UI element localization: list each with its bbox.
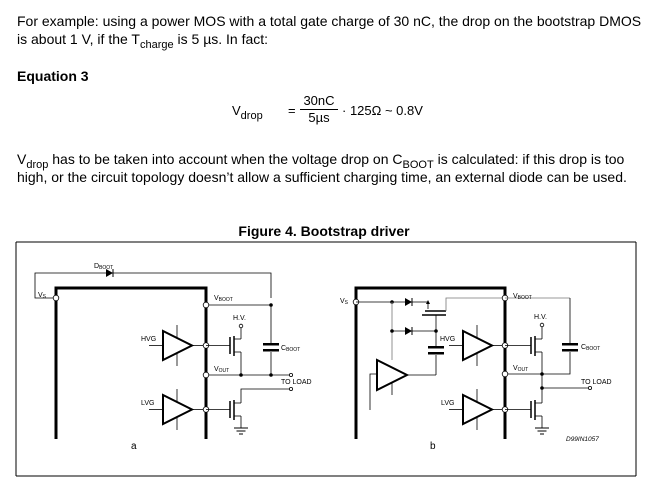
cboot-label: CBOOT — [581, 344, 600, 352]
vdrop-subscript: drop — [240, 110, 263, 122]
vdrop-v: V — [232, 103, 241, 118]
hv-label: H.V. — [233, 315, 246, 322]
intro-text-end: is 5 µs. In fact: — [173, 31, 269, 47]
ground-icon — [234, 427, 248, 435]
figure-title: Figure 4. Bootstrap driver — [238, 223, 410, 239]
panel-b-caption: b — [430, 441, 436, 452]
hv-label: H.V. — [534, 314, 547, 321]
lvg-label: LVG — [141, 400, 155, 407]
load-terminal-icon — [588, 385, 593, 390]
low-side-mosfet-icon — [206, 386, 293, 428]
panel-a: DBOOT VS VBOOT CBOOT HVG — [34, 263, 312, 452]
bootstrap-dmos-icon — [422, 297, 505, 331]
vs-pin-icon — [52, 294, 60, 302]
cboot-capacitor-icon — [562, 343, 578, 352]
vdrop-text-1: has to be taken into account when the vo… — [48, 151, 403, 167]
dboot-diode-icon — [106, 269, 114, 277]
panel-b: VS — [340, 286, 612, 452]
ground-icon — [535, 427, 549, 435]
vboot-pin-icon — [202, 301, 210, 309]
to-load-label: TO LOAD — [281, 379, 312, 386]
equals-sign: = — [288, 103, 296, 118]
intro-text: For example: using a power MOS with a to… — [17, 13, 642, 47]
figure-code: D99IN1057 — [566, 436, 599, 443]
vout-label: VOUT — [513, 365, 528, 373]
equation-lhs: Vdrop — [232, 103, 263, 122]
high-side-mosfet-icon — [206, 323, 244, 375]
ic-outline-a — [54, 286, 208, 439]
dboot-wire — [34, 272, 272, 299]
lvg-driver-icon — [149, 389, 206, 430]
low-side-mosfet-icon — [505, 388, 543, 428]
vboot-label: VBOOT — [513, 293, 532, 301]
ic-outline-b — [354, 286, 507, 439]
vdrop-subscript: drop — [26, 159, 49, 171]
cboot-capacitor-icon — [263, 343, 279, 352]
panel-a-caption: a — [131, 441, 137, 452]
cboot-subscript: BOOT — [402, 159, 434, 171]
fraction: 30nC 5µs — [300, 93, 338, 126]
to-load-label: TO LOAD — [581, 379, 612, 386]
hvg-label: HVG — [141, 336, 156, 343]
intro-paragraph: For example: using a power MOS with a to… — [17, 12, 642, 51]
cboot-label: CBOOT — [281, 345, 300, 353]
numerator: 30nC — [300, 93, 338, 110]
lvg-driver-icon — [449, 389, 505, 430]
equation-rhs: · 125Ω ~ 0.8V — [342, 103, 423, 118]
diode-icon — [405, 327, 413, 335]
hvg-driver-icon — [149, 325, 206, 366]
figure-frame — [15, 241, 637, 477]
vs-label: VS — [38, 292, 47, 300]
lvg-label: LVG — [441, 400, 455, 407]
equation-title: Equation 3 — [17, 68, 89, 84]
load-terminal-icon — [288, 372, 293, 377]
hvg-driver-icon — [449, 325, 505, 366]
vout-pin-icon — [202, 371, 210, 379]
vdrop-text-2: is calculated: if this drop is too high,… — [17, 151, 627, 185]
denominator: 5µs — [308, 110, 330, 125]
dboot-label: DBOOT — [94, 263, 113, 271]
vboot-label: VBOOT — [214, 295, 233, 303]
vs-label: VS — [340, 298, 349, 306]
tcharge-subscript: charge — [139, 39, 174, 51]
vdrop-paragraph: Vdrop has to be taken into account when … — [17, 150, 642, 186]
hvg-label: HVG — [440, 336, 455, 343]
diode-icon — [405, 298, 413, 306]
vout-pin-icon — [501, 370, 509, 378]
capacitor-icon — [428, 346, 444, 355]
vdrop-v: V — [17, 151, 27, 167]
high-side-mosfet-icon — [505, 322, 545, 374]
vout-label: VOUT — [214, 366, 229, 374]
charge-pump-amplifier-icon — [369, 358, 436, 410]
